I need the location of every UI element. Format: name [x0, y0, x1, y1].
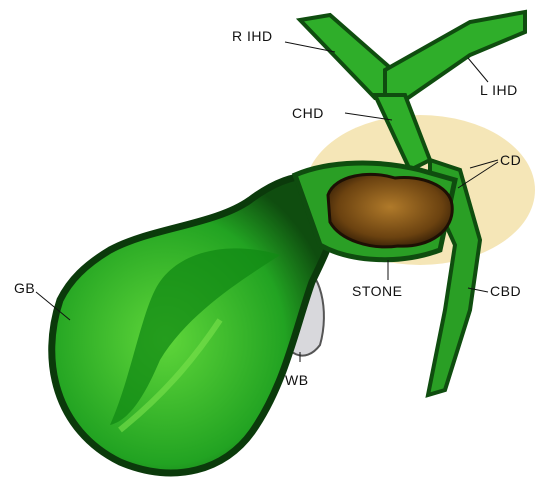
stone: [328, 174, 452, 247]
label-wb: WB: [285, 372, 309, 388]
label-l-ihd: L IHD: [480, 82, 518, 98]
label-gb: GB: [14, 280, 35, 296]
label-chd: CHD: [292, 105, 324, 121]
label-r-ihd: R IHD: [232, 28, 273, 44]
right-intrahepatic-duct: [300, 15, 395, 98]
gallbladder-body: [52, 176, 336, 473]
label-cbd: CBD: [490, 283, 521, 299]
label-cd: CD: [500, 152, 521, 168]
label-stone: STONE: [352, 283, 402, 299]
leader-l-ihd: [468, 58, 488, 82]
